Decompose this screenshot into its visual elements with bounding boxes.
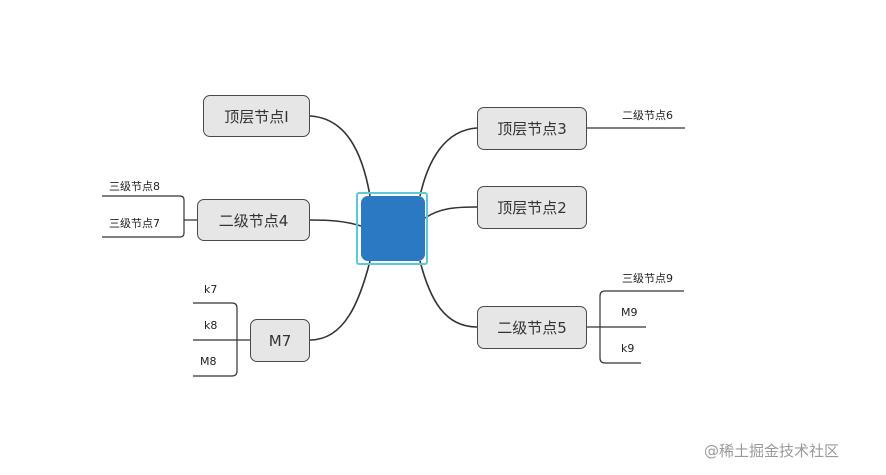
center-node[interactable] bbox=[361, 196, 425, 261]
leaf-third-7[interactable]: 三级节点7 bbox=[109, 217, 160, 230]
node-second-4[interactable]: 二级节点4 bbox=[197, 199, 310, 241]
connector-second5-k9 bbox=[599, 327, 641, 364]
connector-center-second4 bbox=[309, 219, 362, 227]
connector-center-m7 bbox=[309, 260, 371, 341]
connector-second4-third7 bbox=[102, 220, 185, 238]
center-node-selection[interactable] bbox=[356, 192, 428, 265]
leaf-m8[interactable]: M8 bbox=[200, 355, 217, 368]
connector-m7-m8 bbox=[193, 340, 238, 377]
leaf-third-9[interactable]: 三级节点9 bbox=[622, 272, 673, 285]
node-top-1[interactable]: 顶层节点I bbox=[203, 95, 310, 137]
connector-center-top3 bbox=[419, 127, 478, 197]
connector-center-top2 bbox=[424, 206, 478, 219]
watermark-text: @稀土掘金技术社区 bbox=[704, 442, 840, 460]
leaf-k7[interactable]: k7 bbox=[204, 283, 218, 296]
node-top-2[interactable]: 顶层节点2 bbox=[477, 186, 587, 229]
leaf-k8[interactable]: k8 bbox=[204, 319, 218, 332]
connector-m7-k7 bbox=[193, 302, 250, 341]
connector-center-top1 bbox=[309, 115, 371, 197]
node-m7[interactable]: M7 bbox=[250, 319, 310, 362]
leaf-third-6[interactable]: 二级节点6 bbox=[622, 109, 673, 122]
node-second-5[interactable]: 二级节点5 bbox=[477, 306, 587, 349]
connector-center-second5 bbox=[419, 260, 478, 328]
leaf-third-8[interactable]: 三级节点8 bbox=[109, 180, 160, 193]
leaf-m9[interactable]: M9 bbox=[621, 306, 638, 319]
connector-second5-third9 bbox=[587, 290, 684, 328]
connector-second4-third8 bbox=[102, 195, 197, 221]
node-top-3[interactable]: 顶层节点3 bbox=[477, 107, 587, 150]
leaf-k9[interactable]: k9 bbox=[621, 342, 635, 355]
